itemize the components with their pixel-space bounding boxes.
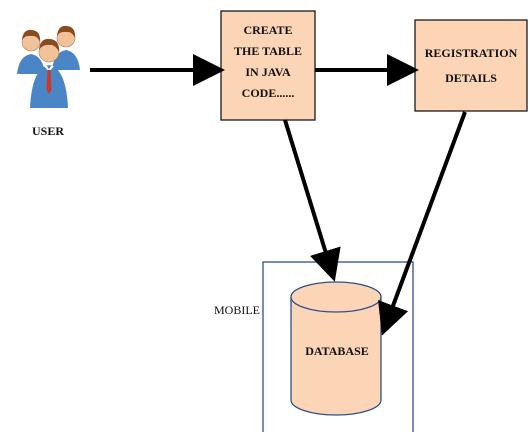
registration-box-line-2: DETAILS (445, 71, 497, 85)
create-table-box: CREATE THE TABLE IN JAVA CODE...... (220, 10, 316, 121)
mobile-label: MOBILE (214, 303, 260, 317)
arrow-create-to-database (283, 119, 341, 282)
database-label: DATABASE (305, 344, 369, 358)
create-box-line-1: CREATE (243, 23, 292, 37)
user-person-back-left (17, 29, 45, 74)
database-cylinder: DATABASE (290, 281, 382, 416)
user-person-back-right (52, 25, 80, 70)
create-box-line-2: THE TABLE (234, 44, 302, 58)
user-label: USER (32, 124, 64, 138)
user-group-icon (17, 25, 80, 108)
create-box-line-4: CODE...... (242, 86, 295, 100)
registration-details-box: REGISTRATION DETAILS (414, 19, 528, 112)
user-person-front (30, 38, 68, 108)
registration-box-line-1: REGISTRATION (425, 46, 518, 60)
create-box-line-3: IN JAVA (245, 65, 291, 79)
arrow-registration-to-database (378, 111, 467, 336)
